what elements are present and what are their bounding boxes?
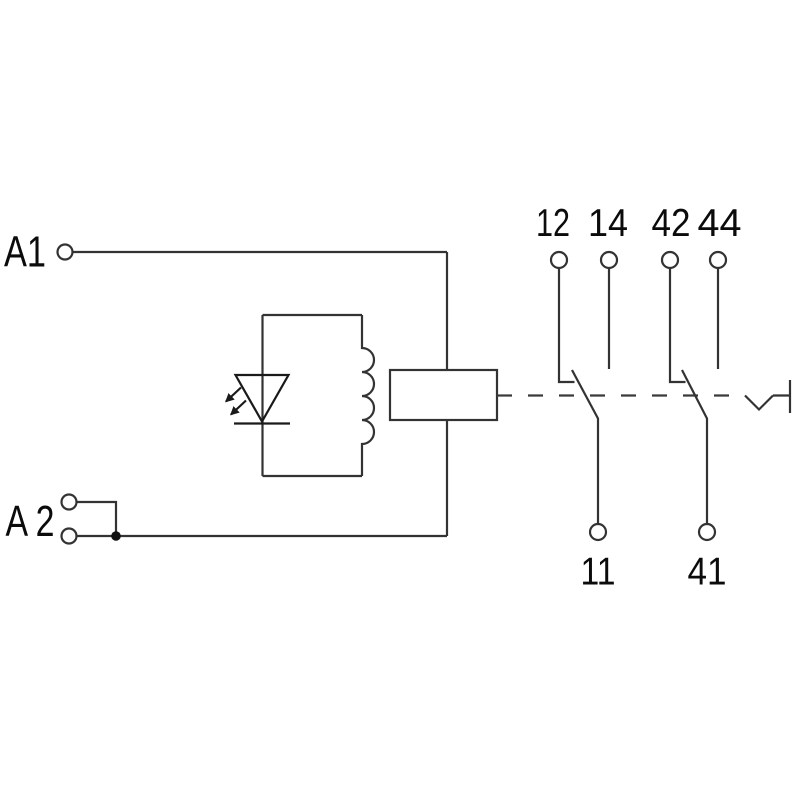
led-emission-arrow-1 [225, 386, 242, 403]
terminal-circle-a2-lower [60, 527, 78, 545]
contact-2-blade [681, 369, 709, 524]
terminal-circle-44 [708, 250, 728, 270]
actuator-notch-icon [744, 394, 774, 412]
led-emission-arrow-2 [230, 399, 247, 416]
terminal-circle-41 [697, 522, 717, 542]
terminal-circle-14 [599, 250, 619, 270]
led-diode-icon [233, 373, 291, 424]
terminal-label-a2: A 2 [6, 498, 55, 546]
terminal-label-12: 12 [536, 202, 570, 245]
contact-2-nc-wire [668, 268, 686, 384]
contact-1-nc-wire [557, 268, 575, 384]
terminal-circle-42 [660, 250, 680, 270]
terminal-circle-11 [588, 522, 608, 542]
terminal-circle-12 [549, 250, 569, 270]
terminal-circle-a2-upper [60, 493, 78, 511]
terminal-label-a1: A1 [4, 229, 46, 277]
terminal-label-44: 44 [698, 202, 742, 245]
terminal-label-42: 42 [652, 202, 691, 245]
changeover-contact-2: 42 44 41 [652, 202, 742, 594]
inductor-coil-icon [360, 315, 376, 476]
indicator-loop [225, 313, 376, 478]
terminal-label-41: 41 [688, 551, 727, 594]
relay-coil-box [388, 368, 499, 422]
wire-a2-upper-jumper [76, 500, 118, 536]
junction-dot [111, 531, 121, 541]
terminal-circle-a1 [56, 243, 74, 261]
contact-1-blade [571, 369, 600, 524]
terminal-label-14: 14 [588, 202, 628, 245]
terminal-label-11: 11 [581, 551, 616, 594]
changeover-contact-1: 12 14 11 [536, 202, 628, 594]
